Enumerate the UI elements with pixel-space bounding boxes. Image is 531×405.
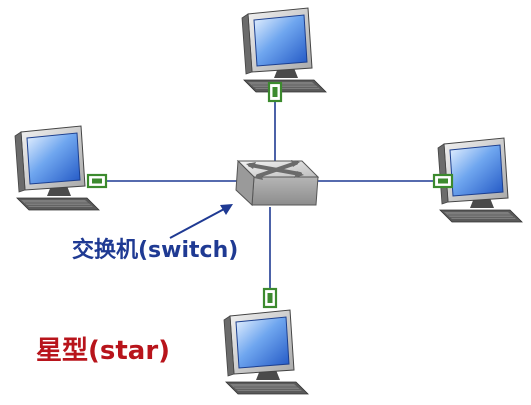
connector-right — [432, 173, 454, 189]
computer-left — [14, 125, 100, 211]
computer-top — [241, 7, 327, 93]
links — [105, 100, 435, 290]
computer-bottom — [223, 309, 309, 395]
connector-top — [267, 81, 283, 103]
desktop-computer-icon — [241, 7, 327, 93]
desktop-computer-icon — [223, 309, 309, 395]
switch-label: 交换机(switch) — [72, 238, 239, 263]
switch-icon — [246, 160, 304, 180]
desktop-computer-icon — [14, 125, 100, 211]
switch-pointer-arrow — [169, 204, 233, 239]
topology-label: 星型(star) — [36, 336, 171, 366]
connector-bottom — [262, 287, 278, 309]
network-switch — [235, 159, 320, 207]
connector-left — [86, 173, 108, 189]
